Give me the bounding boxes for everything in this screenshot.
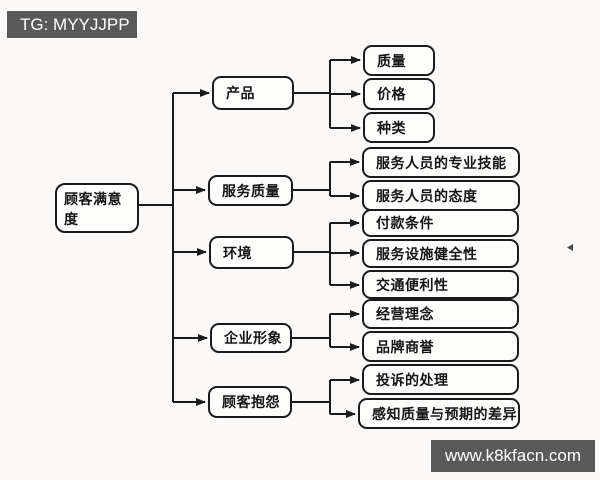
node-staff-attitude: 服务人员的态度 bbox=[362, 180, 520, 211]
node-service-quality: 服务质量 bbox=[208, 175, 293, 206]
node-product: 产品 bbox=[212, 76, 294, 110]
node-brand-reputation: 品牌商誉 bbox=[362, 331, 519, 362]
node-corporate-image: 企业形象 bbox=[210, 323, 292, 353]
scan-artifact bbox=[567, 244, 573, 251]
node-quality: 质量 bbox=[363, 45, 435, 76]
node-business-philosophy: 经营理念 bbox=[362, 299, 519, 329]
node-payment-terms: 付款条件 bbox=[362, 209, 519, 237]
node-variety: 种类 bbox=[363, 112, 435, 143]
node-price: 价格 bbox=[363, 78, 435, 110]
node-perceived-vs-expected-gap: 感知质量与预期的差异 bbox=[358, 398, 520, 429]
node-environment: 环境 bbox=[209, 236, 294, 269]
node-customer-complaints: 顾客抱怨 bbox=[208, 386, 292, 418]
node-complaint-handling: 投诉的处理 bbox=[362, 364, 519, 395]
watermark-top-left: TG: MYYJJPP bbox=[7, 11, 137, 38]
watermark-bottom-right: www.k8kfacn.com bbox=[431, 440, 595, 472]
node-service-facilities: 服务设施健全性 bbox=[362, 239, 519, 268]
node-transport-convenience: 交通便利性 bbox=[362, 270, 519, 299]
node-staff-professional-skills: 服务人员的专业技能 bbox=[362, 147, 520, 178]
node-customer-satisfaction: 顾客满意度 bbox=[55, 183, 139, 233]
